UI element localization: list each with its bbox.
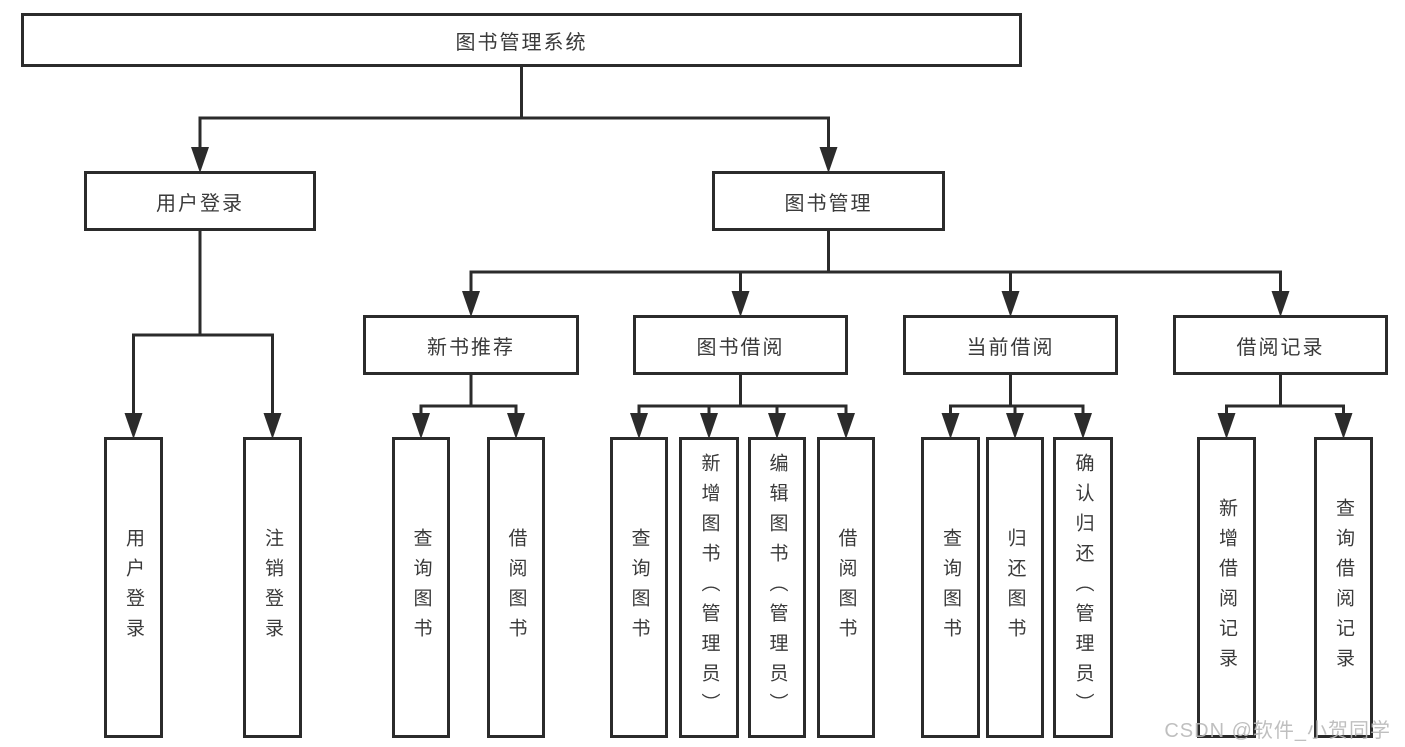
node-label-new-book-rec: 新书推荐 — [427, 336, 515, 359]
node-label-book-borrow: 图书借阅 — [696, 336, 785, 359]
arrowhead-down-icon-borrow-record — [1271, 291, 1290, 317]
node-label-root: 图书管理系统 — [455, 31, 588, 54]
node-root: 图书管理系统 — [21, 13, 1022, 67]
arrowhead-down-icon-leaf-add-record — [1217, 413, 1236, 439]
node-label-leaf-confirm-return: 确认归还（管理员） — [1072, 452, 1094, 723]
node-user-login: 用户登录 — [84, 171, 316, 231]
node-label-leaf-borrow-book-2: 借阅图书 — [835, 527, 857, 648]
watermark: CSDN @软件_小贺同学 — [1164, 720, 1391, 742]
node-label-book-mgmt: 图书管理 — [784, 192, 873, 215]
arrowhead-down-icon-leaf-query-record — [1334, 413, 1353, 439]
node-leaf-add-record: 新增借阅记录 — [1197, 437, 1256, 738]
node-leaf-user-login: 用户登录 — [104, 437, 163, 738]
node-leaf-query-book-1: 查询图书 — [392, 437, 450, 738]
node-book-mgmt: 图书管理 — [712, 171, 945, 231]
node-label-user-login: 用户登录 — [156, 192, 244, 215]
node-borrow-record: 借阅记录 — [1173, 315, 1388, 375]
arrowhead-down-icon-user-login — [191, 147, 209, 173]
node-leaf-borrow-book-2: 借阅图书 — [817, 437, 875, 738]
node-label-leaf-query-book-2: 查询图书 — [628, 527, 650, 648]
node-leaf-add-book: 新增图书（管理员） — [679, 437, 739, 738]
arrowhead-down-icon-leaf-borrow-book-2 — [837, 413, 855, 439]
arrowhead-down-icon-leaf-query-book-1 — [412, 413, 430, 439]
node-label-leaf-edit-book: 编辑图书（管理员） — [766, 452, 788, 723]
node-label-leaf-query-book-1: 查询图书 — [410, 527, 432, 648]
node-label-leaf-query-book-3: 查询图书 — [940, 527, 961, 648]
arrowhead-down-icon-current-borrow — [1001, 291, 1020, 317]
node-leaf-query-book-3: 查询图书 — [921, 437, 980, 738]
node-leaf-borrow-book-1: 借阅图书 — [487, 437, 545, 738]
arrowhead-down-icon-leaf-query-book-2 — [630, 413, 648, 439]
node-book-borrow: 图书借阅 — [633, 315, 848, 375]
arrowhead-down-icon-leaf-confirm-return — [1074, 413, 1092, 439]
node-leaf-logout: 注销登录 — [243, 437, 302, 738]
arrowhead-down-icon-leaf-query-book-3 — [941, 413, 960, 439]
node-leaf-query-record: 查询借阅记录 — [1314, 437, 1373, 738]
node-label-leaf-add-book: 新增图书（管理员） — [698, 452, 720, 723]
node-leaf-return-book: 归还图书 — [986, 437, 1044, 738]
arrowhead-down-icon-leaf-user-login — [124, 413, 143, 439]
node-label-leaf-borrow-book-1: 借阅图书 — [505, 527, 527, 648]
node-leaf-edit-book: 编辑图书（管理员） — [748, 437, 806, 738]
node-label-leaf-logout: 注销登录 — [262, 527, 283, 648]
arrowhead-down-icon-leaf-logout — [263, 413, 282, 439]
node-label-borrow-record: 借阅记录 — [1236, 336, 1325, 359]
node-new-book-rec: 新书推荐 — [363, 315, 579, 375]
node-label-leaf-query-record: 查询借阅记录 — [1333, 497, 1354, 678]
arrowhead-down-icon-new-book-rec — [462, 291, 480, 317]
node-label-current-borrow: 当前借阅 — [966, 336, 1055, 359]
node-current-borrow: 当前借阅 — [903, 315, 1118, 375]
node-label-leaf-return-book: 归还图书 — [1004, 527, 1026, 648]
node-leaf-query-book-2: 查询图书 — [610, 437, 668, 738]
arrowhead-down-icon-leaf-add-book — [700, 413, 718, 439]
node-leaf-confirm-return: 确认归还（管理员） — [1053, 437, 1113, 738]
node-label-leaf-user-login: 用户登录 — [123, 527, 144, 648]
arrowhead-down-icon-leaf-return-book — [1006, 413, 1024, 439]
node-label-leaf-add-record: 新增借阅记录 — [1216, 497, 1237, 678]
arrowhead-down-icon-leaf-borrow-book-1 — [507, 413, 525, 439]
arrowhead-down-icon-book-borrow — [731, 291, 750, 317]
arrowhead-down-icon-leaf-edit-book — [768, 413, 786, 439]
arrowhead-down-icon-book-mgmt — [819, 147, 838, 173]
